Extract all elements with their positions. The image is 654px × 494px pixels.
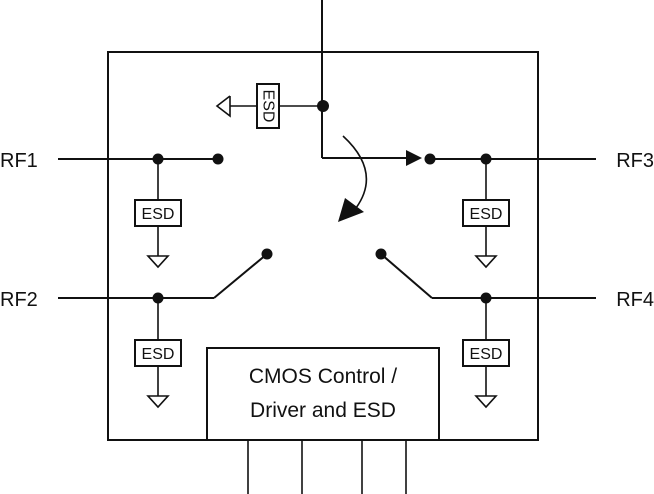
rotation-arrow-path: [342, 135, 368, 209]
rf1-esd-label: ESD: [142, 206, 175, 223]
rf3-esd-block: ESD: [462, 199, 510, 227]
top-esd-ground-icon: [215, 95, 231, 118]
rf3-label: RF3: [616, 150, 654, 172]
rf4-esd-label: ESD: [470, 346, 503, 363]
rf1-contact-dot: [212, 153, 224, 165]
rf1-esd-block: ESD: [134, 199, 182, 227]
rotation-arrow-head: [338, 198, 364, 222]
rf4-contact-dot: [375, 248, 387, 260]
top-esd-block: ESD: [256, 83, 280, 129]
cmos-control-line2: Driver and ESD: [250, 399, 396, 422]
rf2-arm: [213, 253, 268, 299]
rf3-contact-dot: [424, 153, 436, 165]
rf4-esd-block: ESD: [462, 339, 510, 367]
rf4-label: RF4: [616, 289, 654, 311]
rf2-esd-block: ESD: [134, 339, 182, 367]
rf1-ground-icon: [146, 255, 170, 269]
cmos-control-line1: CMOS Control /: [249, 365, 397, 388]
rf3-esd-label: ESD: [470, 206, 503, 223]
rf2-esd-label: ESD: [142, 346, 175, 363]
rf4-ground-icon: [474, 395, 498, 409]
cmos-control-block: CMOS Control / Driver and ESD: [206, 347, 440, 441]
top-esd-label: ESD: [260, 90, 277, 123]
rf4-arm: [380, 253, 433, 299]
rf2-label: RF2: [0, 289, 38, 311]
rf2-ground-icon: [146, 395, 170, 409]
common-arrowhead: [406, 150, 422, 166]
rf1-label: RF1: [0, 150, 38, 172]
rf2-contact-dot: [261, 248, 273, 260]
rf3-ground-icon: [474, 255, 498, 269]
